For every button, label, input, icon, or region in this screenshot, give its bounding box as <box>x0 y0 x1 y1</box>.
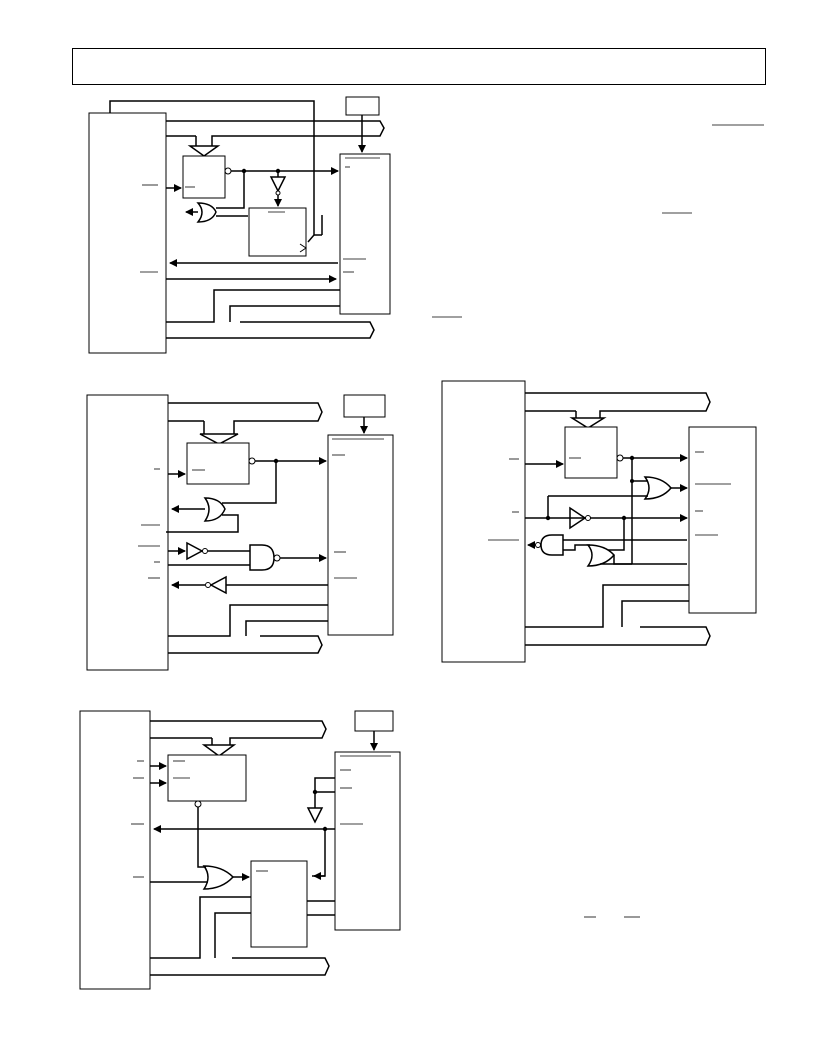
processor-block <box>441 380 526 663</box>
peripheral-block <box>327 434 394 636</box>
counter-block <box>250 860 308 948</box>
latch-block <box>186 442 250 485</box>
peripheral-block <box>688 426 757 614</box>
latch-block <box>182 155 226 199</box>
counter-block <box>248 207 307 257</box>
feedback-line <box>109 100 315 243</box>
or-gate <box>643 476 672 500</box>
processor-block <box>79 710 151 990</box>
or-gate <box>203 497 226 522</box>
processor-block <box>86 394 169 671</box>
data-bus <box>525 392 711 418</box>
peripheral-block <box>339 153 391 315</box>
clock-box <box>354 710 394 732</box>
or-gate <box>196 202 217 223</box>
nand-gate <box>540 534 564 556</box>
peripheral-block <box>334 751 401 931</box>
latch-block <box>564 426 618 479</box>
processor-block <box>88 112 167 354</box>
latch-block <box>167 754 247 802</box>
data-bus <box>168 402 323 434</box>
page-header-box <box>72 48 766 85</box>
data-bus <box>166 120 385 146</box>
or-gate <box>202 865 235 890</box>
data-bus <box>150 720 327 745</box>
